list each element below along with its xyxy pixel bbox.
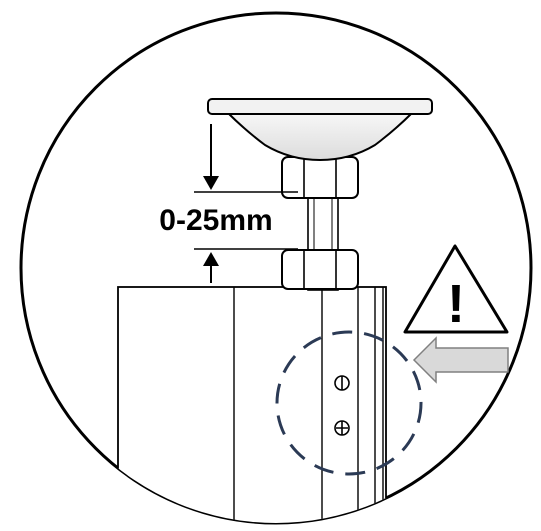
screw-upper	[334, 375, 350, 391]
arrow-up-icon	[203, 252, 219, 283]
magnified-content: 0-25mm	[117, 98, 509, 523]
measurement-label: 0-25mm	[159, 204, 272, 237]
dimension-lines	[194, 191, 298, 250]
warning-exclamation: !	[447, 274, 465, 334]
arrow-left-icon	[412, 336, 509, 384]
leveling-foot-pad	[207, 98, 433, 162]
cabinet-body	[117, 286, 387, 523]
warning-triangle-icon: !	[403, 244, 509, 334]
lower-nut	[281, 249, 359, 290]
highlight-dashed-circle	[275, 330, 423, 476]
upper-nut	[281, 156, 359, 199]
arrow-down-icon	[203, 124, 219, 190]
screw-lower	[334, 420, 350, 436]
